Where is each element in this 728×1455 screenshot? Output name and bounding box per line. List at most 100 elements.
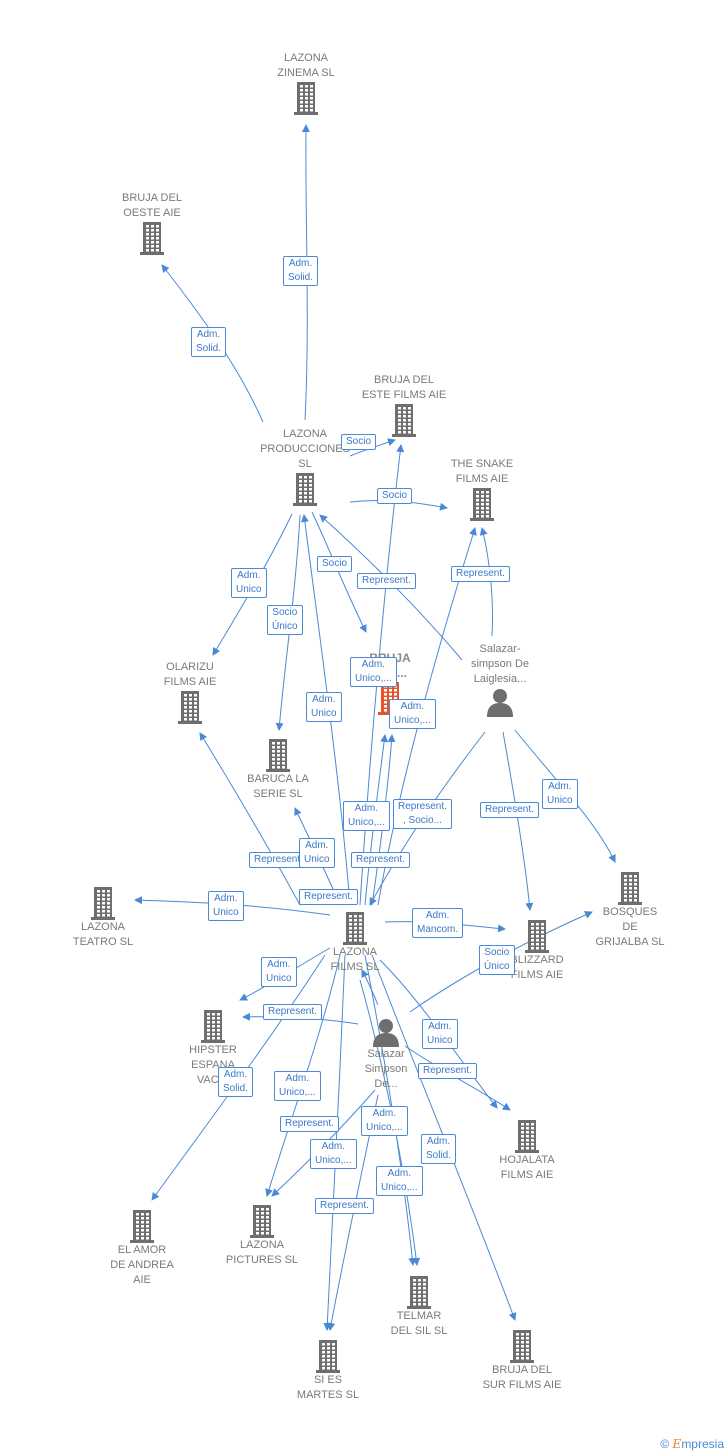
- building-icon: [158, 1009, 268, 1043]
- node-label-line: TELMAR: [396, 1310, 442, 1322]
- node-label-line: FILMS AIE: [455, 473, 509, 485]
- node-label-line: ESTE FILMS AIE: [361, 389, 447, 401]
- node-label-line: SL: [298, 458, 312, 470]
- node-label-line: SI ES: [313, 1374, 343, 1386]
- node-label-line: De...: [374, 1078, 398, 1090]
- company-node[interactable]: THE SNAKE FILMS AIE: [427, 457, 537, 521]
- building-icon: [273, 1339, 383, 1373]
- node-label-line: THE SNAKE: [450, 458, 514, 470]
- building-icon: [349, 403, 459, 437]
- building-icon: [135, 690, 245, 724]
- edge-label[interactable]: Socio: [317, 556, 353, 572]
- edge-label[interactable]: Adm. Unico: [208, 891, 244, 921]
- building-icon: [207, 1204, 317, 1238]
- edge-label[interactable]: Adm. Unico,...: [310, 1139, 357, 1169]
- edge-label[interactable]: Adm. Unico: [422, 1019, 458, 1049]
- person-icon: [445, 687, 555, 717]
- edge-label[interactable]: Adm. Unico,...: [274, 1071, 321, 1101]
- edge-label[interactable]: Socio Único: [479, 945, 515, 975]
- building-icon: [427, 487, 537, 521]
- edge-label[interactable]: Represent.: [451, 566, 510, 582]
- edge: [479, 527, 494, 637]
- node-label-line: ZINEMA SL: [277, 67, 335, 79]
- node-label: SI ES MARTES SL: [273, 1373, 383, 1403]
- edge-label[interactable]: Adm. Unico: [299, 838, 335, 868]
- edge: [311, 511, 367, 633]
- node-label-line: simpson De: [470, 658, 530, 670]
- edge-label[interactable]: Socio: [377, 488, 413, 504]
- edge-label[interactable]: Represent.: [480, 802, 539, 818]
- edge-label[interactable]: Adm. Mancom.: [412, 908, 464, 938]
- edge-label[interactable]: Adm. Unico,...: [350, 657, 397, 687]
- node-label-line: MARTES SL: [296, 1389, 360, 1401]
- company-node[interactable]: HOJALATA FILMS AIE: [472, 1119, 582, 1183]
- node-label: LAZONA ZINEMA SL: [251, 51, 361, 81]
- edge-label[interactable]: Represent.: [263, 1004, 322, 1020]
- edge-label[interactable]: Adm. Unico,...: [343, 801, 390, 831]
- building-icon: [251, 81, 361, 115]
- node-label-line: DEL SIL SL: [390, 1325, 448, 1337]
- edge-label[interactable]: Represent. , Socio...: [393, 799, 452, 829]
- node-label-line: HOJALATA: [499, 1154, 555, 1166]
- node-label: Salazar-simpson De Laiglesia...: [445, 642, 555, 687]
- person-node[interactable]: Salazar-simpson De Laiglesia...: [445, 642, 555, 717]
- node-label-line: FILMS AIE: [500, 1169, 554, 1181]
- edge: [199, 732, 301, 906]
- node-label-line: Salazar-: [479, 643, 521, 655]
- building-icon: [300, 911, 410, 945]
- node-label-line: OLARIZU: [166, 661, 214, 673]
- building-icon: [97, 221, 207, 255]
- edge-label[interactable]: Adm. Unico: [231, 568, 267, 598]
- edge-label[interactable]: Socio Único: [267, 605, 303, 635]
- edge-label[interactable]: Adm. Solid.: [421, 1134, 457, 1164]
- edge-label[interactable]: Represent.: [280, 1116, 339, 1132]
- edge: [404, 1045, 511, 1111]
- edge-label[interactable]: Socio: [341, 434, 377, 450]
- edge-label[interactable]: Adm. Unico: [542, 779, 578, 809]
- edge-label[interactable]: Adm. Solid.: [283, 256, 319, 286]
- copyright-icon: ©: [660, 1437, 670, 1451]
- company-node[interactable]: TELMAR DEL SIL SL: [364, 1275, 474, 1339]
- node-label-line: Laiglesia...: [473, 673, 527, 685]
- node-label-line: HIPSTER: [189, 1044, 237, 1056]
- edge-label[interactable]: Represent.: [299, 889, 358, 905]
- node-label-line: LAZONA: [239, 1239, 284, 1251]
- edge-label[interactable]: Adm. Unico,...: [361, 1106, 408, 1136]
- edge-label[interactable]: Adm. Solid.: [191, 327, 227, 357]
- edge-label[interactable]: Adm. Unico: [261, 957, 297, 987]
- edge-label[interactable]: Adm. Solid.: [218, 1067, 254, 1097]
- node-label-line: DE ANDREA: [110, 1259, 174, 1271]
- company-node[interactable]: LAZONA ZINEMA SL: [251, 51, 361, 115]
- edge-label[interactable]: Adm. Unico,...: [389, 699, 436, 729]
- edge-label[interactable]: Represent.: [357, 573, 416, 589]
- node-label-line: FILMS SL: [330, 961, 380, 973]
- edge-label[interactable]: Represent.: [351, 852, 410, 868]
- edge-label[interactable]: Represent.: [315, 1198, 374, 1214]
- edge-label[interactable]: Adm. Unico,...: [376, 1166, 423, 1196]
- person-icon: [331, 1017, 441, 1047]
- node-label-line: LAZONA: [283, 52, 328, 64]
- edge-label[interactable]: Represent.: [418, 1063, 477, 1079]
- edge-label[interactable]: Adm. Unico: [306, 692, 342, 722]
- company-node[interactable]: SI ES MARTES SL: [273, 1339, 383, 1403]
